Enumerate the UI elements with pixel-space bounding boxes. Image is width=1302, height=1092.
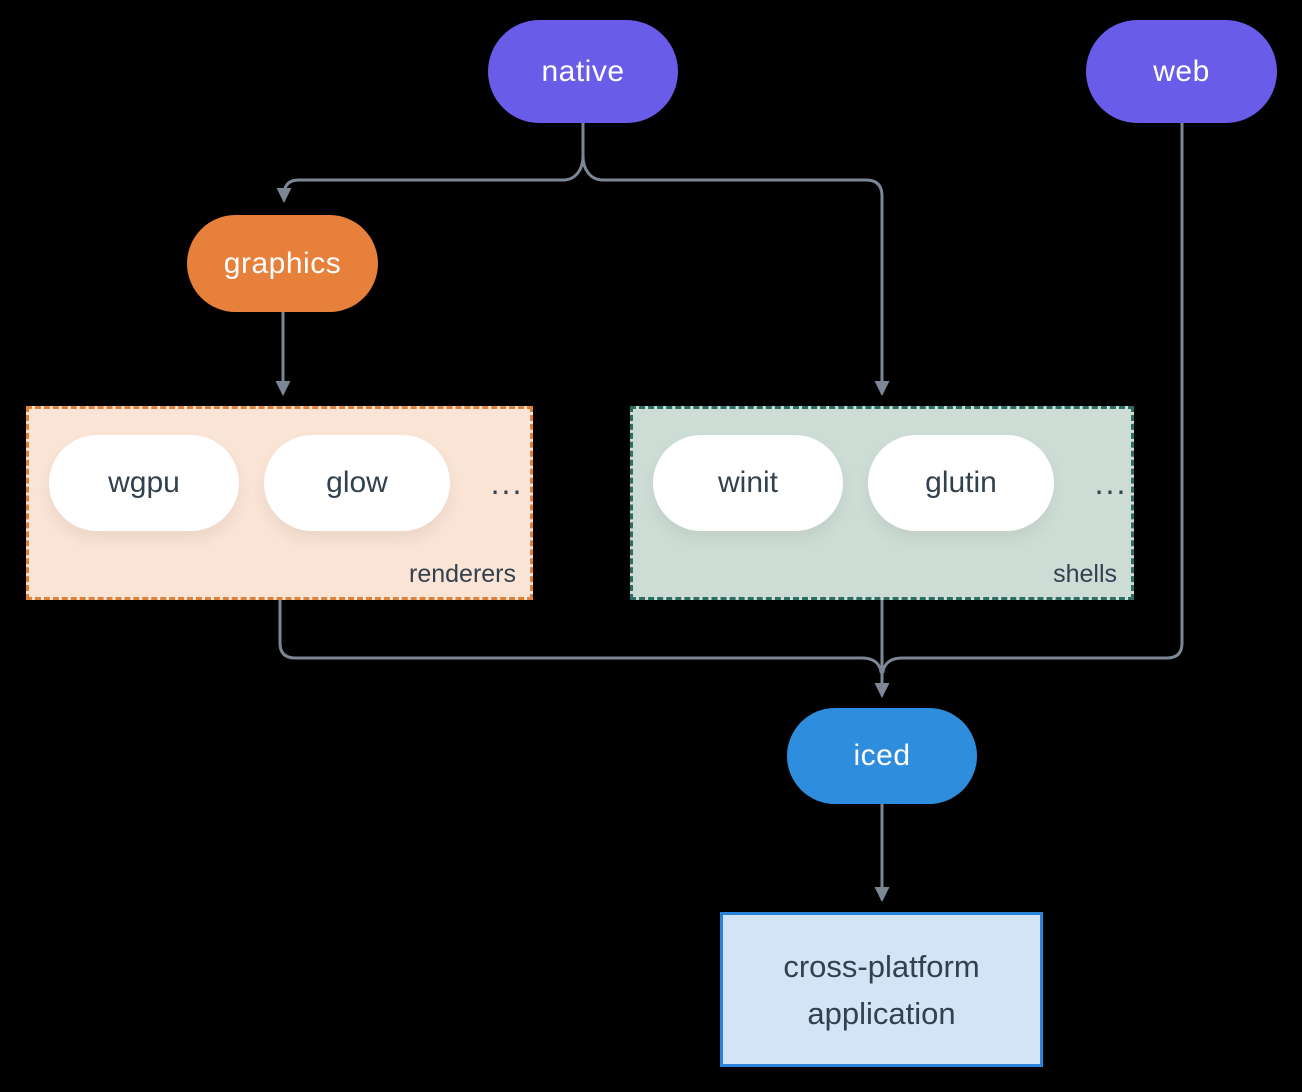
connector-native-to-graphics [276,154,585,203]
node-glutin-label: glutin [925,466,997,499]
node-iced-label: iced [853,739,911,772]
node-wgpu: wgpu [49,435,239,531]
connector-renderers-to-merge [278,598,883,674]
node-native-label: native [541,54,625,88]
shells-ellipsis: ... [1094,464,1128,501]
connector-web-to-merge [881,121,1184,674]
node-iced: iced [787,708,977,804]
group-shells-label: shells [1053,560,1117,588]
group-shells: winit glutin ... shells [630,406,1134,600]
renderers-ellipsis: ... [490,464,524,501]
node-web-label: web [1153,54,1210,88]
node-glow-label: glow [326,466,388,499]
node-graphics-label: graphics [223,246,342,280]
node-web: web [1086,20,1277,123]
group-renderers: wgpu glow ... renderers [26,406,533,600]
node-cross-platform-application: cross-platform application [720,912,1043,1067]
node-winit-label: winit [717,466,778,499]
node-wgpu-label: wgpu [108,466,180,499]
node-glow: glow [264,435,450,531]
app-label-line2: application [807,995,956,1031]
node-glutin: glutin [868,435,1054,531]
connector-native-to-shells [581,154,890,396]
node-graphics: graphics [187,215,378,312]
node-winit: winit [653,435,843,531]
app-label-line1: cross-platform [783,948,980,984]
node-native: native [488,20,678,123]
group-renderers-label: renderers [409,560,516,588]
